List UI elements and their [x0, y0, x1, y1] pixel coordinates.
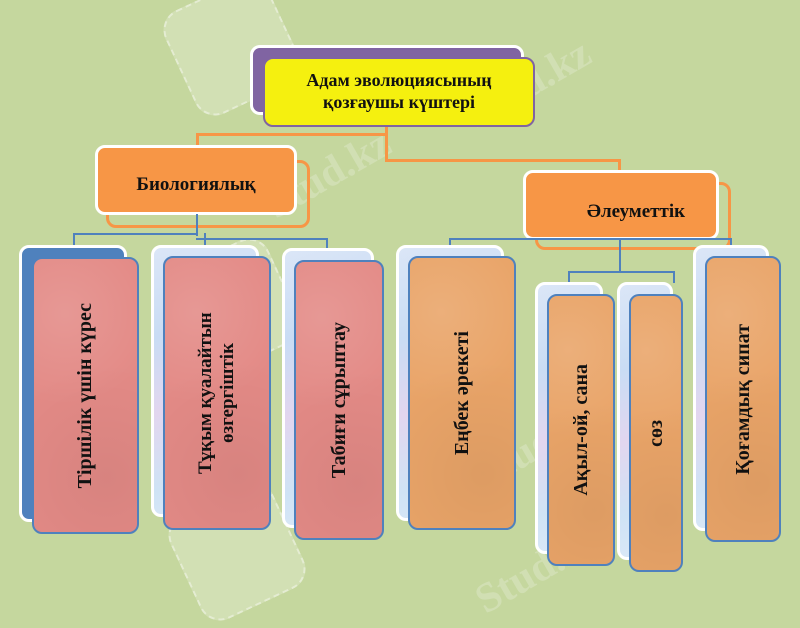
connector-bio-down	[196, 214, 198, 236]
connector-bio-c1	[73, 233, 75, 245]
connector-bio-h2	[196, 238, 328, 240]
connector-bio-c2	[204, 233, 206, 245]
social-leaf-3-label: сөз	[644, 419, 667, 447]
connector-bio-c3	[326, 238, 328, 248]
social-node-label: Әлеуметтік	[586, 201, 686, 222]
bio-leaf-1-label: Тіршілік үшін күрес	[74, 302, 96, 489]
root-node-label: Адам эволюциясының қозғаушы күштері	[306, 70, 492, 112]
bio-leaf-3: Табиғи сұрыптау	[294, 260, 384, 540]
connector-social-c1	[449, 238, 451, 248]
connector-social-h	[449, 238, 732, 240]
social-leaf-4: Қоғамдық сипат	[705, 256, 781, 542]
social-leaf-2: Ақыл-ой, сана	[547, 294, 615, 566]
connector-social-down	[619, 238, 621, 272]
connector-root-right	[385, 159, 620, 162]
social-leaf-2-label: Ақыл-ой, сана	[569, 364, 592, 496]
root-node: Адам эволюциясының қозғаушы күштері	[263, 57, 535, 127]
bio-leaf-1: Тіршілік үшін күрес	[32, 257, 139, 534]
social-leaf-1-label: Еңбек әрекеті	[450, 330, 473, 456]
bio-leaf-2-label: Тұқым қуалайтын өзгергіштік	[195, 312, 238, 474]
connector-social-c3	[673, 271, 675, 283]
connector-social-c4	[730, 238, 732, 248]
social-leaf-1: Еңбек әрекеті	[408, 256, 516, 530]
social-leaf-4-label: Қоғамдық сипат	[731, 323, 754, 475]
bio-leaf-3-label: Табиғи сұрыптау	[327, 321, 350, 479]
connector-social-mid-h	[568, 271, 675, 273]
connector-right-down	[618, 159, 621, 173]
bio-leaf-2: Тұқым қуалайтын өзгергіштік	[163, 256, 271, 530]
connector-social-c2	[568, 271, 570, 283]
social-node: Әлеуметтік	[523, 170, 719, 240]
bio-node-label: Биологиялық	[136, 174, 256, 195]
social-leaf-3: сөз	[629, 294, 683, 572]
bio-node: Биологиялық	[95, 145, 297, 215]
connector-left-down	[196, 133, 199, 147]
connector-root-left	[196, 133, 386, 136]
connector-bio-h1	[73, 233, 198, 235]
connector-root-down	[385, 126, 388, 162]
